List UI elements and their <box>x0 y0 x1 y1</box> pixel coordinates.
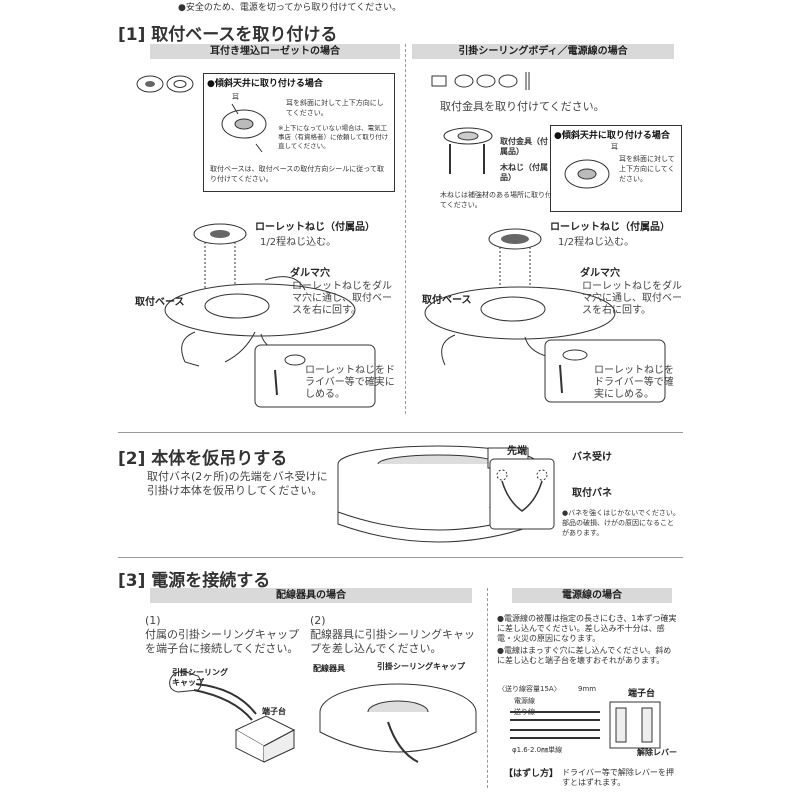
spring-label: 取付バネ <box>572 488 612 499</box>
base-install-illustration-right <box>424 228 666 403</box>
step2-num: (2) <box>310 614 326 627</box>
sec1-left-band: 耳付き埋込ローゼットの場合 <box>150 44 400 59</box>
spring-warning: ●バネを強くはじかないでください。部品の破損、けがの原因になることがあります。 <box>562 509 680 537</box>
wiring-device-label: 配線器具 <box>313 664 345 673</box>
insert-bullet: ●電線はまっすぐ穴に差し込んでください。斜めに差し込むと端子台を壊すおそれがあり… <box>497 646 672 665</box>
terminal-label: 端子台 <box>262 707 286 716</box>
remove-text: ドライバー等で解除レバーを押すとはずれます。 <box>562 768 674 787</box>
cap-label: 引掛シーリングキャップ <box>172 668 228 687</box>
fitting-intro: 取付金具を取り付けてください。 <box>440 100 605 113</box>
ceiling-body-icons <box>431 72 530 90</box>
spring-detail-illustration <box>489 458 555 530</box>
box-head: ●傾斜天井に取り付ける場合 <box>207 79 323 89</box>
sec3-left-band: 配線器具の場合 <box>150 588 472 603</box>
sec3-right-band: 電源線の場合 <box>512 588 672 603</box>
section2-title: [2] 本体を仮吊りする <box>118 449 288 469</box>
step1-text: 付属の引掛シーリングキャップを端子台に接続してください。 <box>145 628 299 655</box>
sec1-right-band: 引掛シーリングボディ／電源線の場合 <box>412 44 674 59</box>
body-hang-illustration <box>337 445 539 543</box>
reinstall-warning: ※上下になっていない場合は、電気工事店（有資格者）に依頼して取り付け直してくださ… <box>278 124 389 150</box>
divider-1 <box>118 432 683 433</box>
sec2-note: 取付バネ(2ヶ所)の先端をバネ受けに引掛け本体を仮吊りしてください。 <box>147 470 328 497</box>
box-head-right: ●傾斜天井に取り付ける場合 <box>554 131 670 141</box>
fitting-label: 取付金具（付属品） <box>500 137 548 156</box>
strip-length: 9mm <box>578 685 597 693</box>
cap-label-2: 引掛シーリングキャップ <box>377 662 465 671</box>
terminal-label-2: 端子台 <box>628 689 656 699</box>
direction-note: 取付ベースは、取付ベースの取付方向シールに従って取り付けてください。 <box>210 165 384 183</box>
wood-screw-note: 木ねじは補強材のある場所に取り付けてください。 <box>440 191 559 209</box>
wiring-device-illustration <box>319 683 477 763</box>
base-label-right: 取付ベース <box>422 295 472 306</box>
rosette-tilt-illustration <box>221 103 267 153</box>
knurl-label-left: ローレットねじ（付属品） <box>255 222 375 233</box>
base-label-left: 取付ベース <box>135 297 185 308</box>
rosette-icons <box>136 75 194 93</box>
sec1-divider <box>405 44 406 414</box>
knurl-label-right: ローレットねじ（付属品） <box>550 222 670 233</box>
ear-label-right: 耳 <box>611 143 618 151</box>
safety-note: ●安全のため、電源を切ってから取り付けてください。 <box>178 3 402 13</box>
ear-note: 耳を斜面に対して上下方向にしてください。 <box>286 99 384 117</box>
cap-terminal-illustration <box>169 671 296 763</box>
step1-num: (1) <box>145 614 161 627</box>
daruma-label-left: ダルマ穴 <box>290 268 330 279</box>
daruma-note-left: ローレットねじをダルマ穴に通し、取付ベースを右に回す。 <box>292 281 392 316</box>
power-wire-label: 電源線 <box>514 697 535 705</box>
section3-title: [3] 電源を接続する <box>118 571 271 591</box>
body-tilt-illustration <box>564 159 610 189</box>
wire-spec: φ1.6·2.0㎜単線 <box>512 746 563 754</box>
section1-title: [1] 取付ベースを取り付ける <box>118 25 338 45</box>
ear-label: 耳 <box>232 93 239 101</box>
divider-2 <box>118 557 683 558</box>
release-lever-label: 解除レバー <box>637 748 677 757</box>
strip-bullet: ●電源線の被覆は指定の長さにむき、1本ずつ確実に差し込んでください。差し込み不十… <box>497 614 677 643</box>
knurl-sub-right: 1/2程ねじ込む。 <box>558 237 635 248</box>
tilted-ceiling-box-right: ●傾斜天井に取り付ける場合 耳 耳を斜面に対して上下方向にしてください。 <box>550 125 682 212</box>
daruma-note-right: ローレットねじをダルマ穴に通し、取付ベースを右に回す。 <box>582 281 682 316</box>
terminal-wiring-illustration <box>510 701 661 749</box>
ear-note-right: 耳を斜面に対して上下方向にしてください。 <box>619 155 675 183</box>
knurl-sub-left: 1/2程ねじ込む。 <box>260 237 337 248</box>
remove-head: 【はずし方】 <box>504 769 559 779</box>
spring-receiver-label: バネ受け <box>572 452 612 463</box>
knurl-fix-left: ローレットねじをドライバー等で確実にしめる。 <box>305 365 395 400</box>
daruma-label-right: ダルマ穴 <box>580 268 620 279</box>
tilted-ceiling-box-left: ●傾斜天井に取り付ける場合 耳 耳を斜面に対して上下方向にしてください。 ※上下… <box>203 73 395 192</box>
knurl-fix-right: ローレットねじをドライバー等で確実にしめる。 <box>594 365 674 400</box>
base-install-illustration-left <box>164 223 376 408</box>
sec3-divider <box>487 588 488 788</box>
wood-screw-label: 木ねじ（付属品） <box>500 163 548 182</box>
fitting-illustration <box>443 127 493 174</box>
step2-text: 配線器具に引掛シーリングキャップを差し込んでください。 <box>310 628 475 655</box>
tip-label: 先端 <box>507 446 527 457</box>
capacity-label: 〈送り線容量15A〉 <box>498 685 561 693</box>
